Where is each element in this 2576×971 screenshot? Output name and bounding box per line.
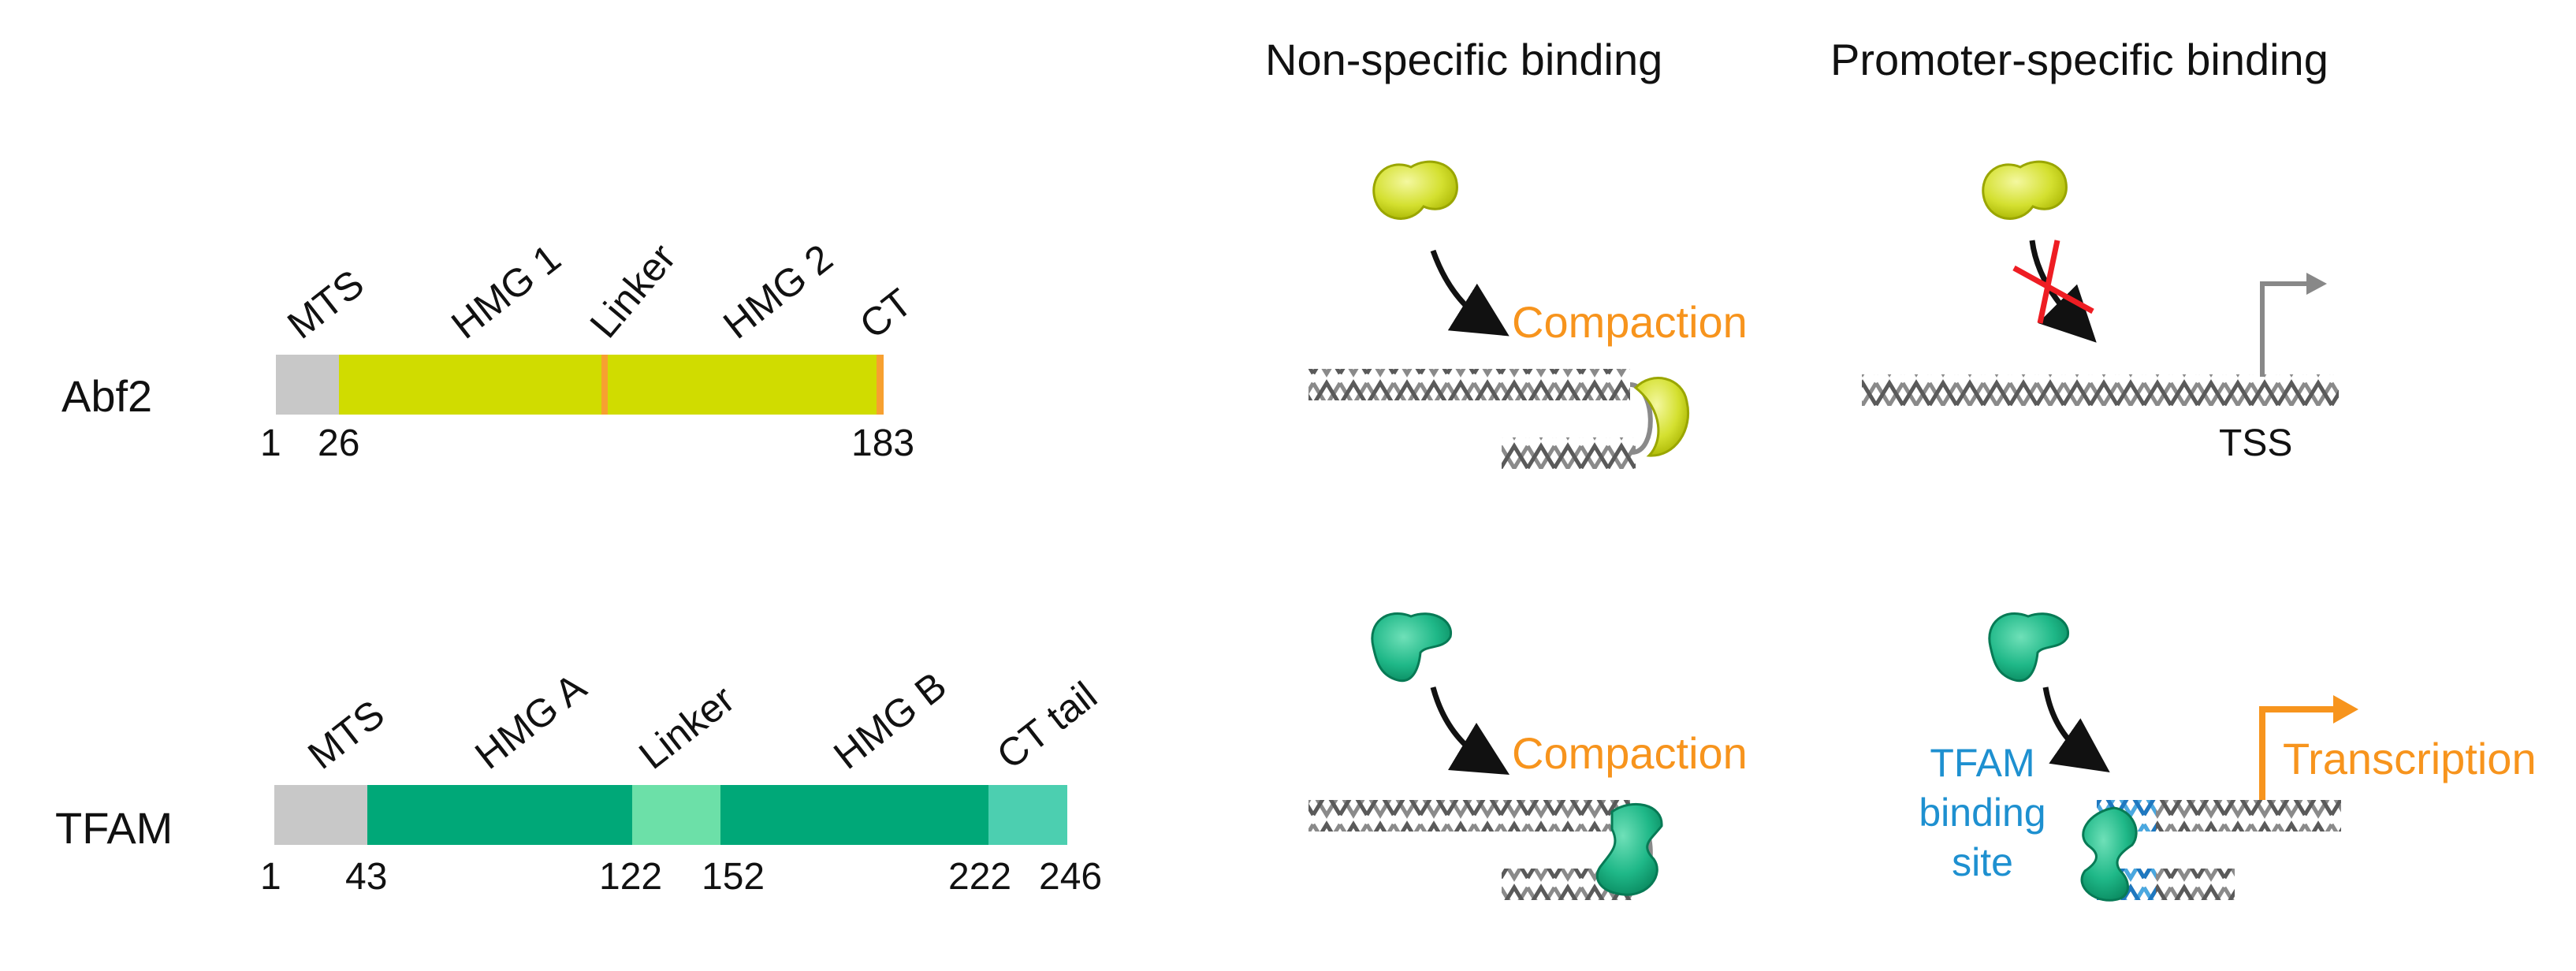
bent-arrow-icon bbox=[2259, 706, 2337, 800]
dna-strand-lower bbox=[1502, 437, 1636, 469]
abf2-protein-label: Abf2 bbox=[61, 371, 152, 421]
abf2-hmg2-label: HMG 2 bbox=[715, 236, 840, 348]
abf2-linker-marker bbox=[601, 355, 608, 415]
tfam-pos-43: 43 bbox=[345, 856, 387, 898]
abf2-hmg1-label: HMG 1 bbox=[443, 236, 568, 348]
abf2-ct-marker bbox=[877, 355, 884, 415]
yellow-protein-blob-icon bbox=[1982, 160, 2068, 220]
yellow-protein-blob-icon bbox=[1372, 160, 1458, 220]
arrow-icon bbox=[1430, 686, 1510, 776]
yellow-protein-bound-icon bbox=[1633, 377, 1689, 457]
abf2-domain-map: Abf2 MTS HMG 1 Linker HMG 2 CT 1 26 183 bbox=[61, 236, 920, 464]
tfam-linker-segment bbox=[632, 785, 720, 845]
tfam-pos-1: 1 bbox=[260, 856, 281, 898]
tfam-pos-152: 152 bbox=[702, 856, 765, 898]
transcription-label: Transcription bbox=[2283, 734, 2537, 783]
tfam-linker-label: Linker bbox=[631, 677, 743, 778]
tfam-ct-segment bbox=[988, 785, 1067, 845]
tfam-domain-map: TFAM MTS HMG A Linker HMG B CT tail 1 43… bbox=[55, 664, 1105, 898]
abf2-ct-label: CT bbox=[851, 281, 920, 348]
abf2-compaction-label: Compaction bbox=[1512, 297, 1748, 347]
heading-nonspecific-binding: Non-specific binding bbox=[1265, 35, 1662, 84]
tfam-promoter-panel: Transcription TFAM binding site bbox=[1919, 612, 2537, 902]
tfam-pos-222: 222 bbox=[948, 856, 1011, 898]
abf2-pos-26: 26 bbox=[318, 422, 359, 464]
bent-arrow-head-icon bbox=[2306, 273, 2327, 295]
bent-arrow-icon bbox=[2260, 281, 2310, 377]
tfam-ct-label: CT tail bbox=[988, 673, 1105, 778]
tfam-mts-label: MTS bbox=[300, 692, 393, 778]
tss-label: TSS bbox=[2219, 422, 2292, 464]
heading-promoter-specific-binding: Promoter-specific binding bbox=[1830, 35, 2328, 84]
tfam-binding-site-label-line3: site bbox=[1952, 840, 2013, 884]
tfam-hmga-label: HMG A bbox=[467, 664, 594, 778]
green-protein-bound-icon bbox=[1595, 802, 1663, 896]
abf2-mts-label: MTS bbox=[279, 262, 372, 348]
arrow-icon bbox=[1430, 249, 1509, 337]
green-protein-blob-icon bbox=[1988, 612, 2069, 683]
dna-strand-upper bbox=[1308, 369, 1630, 400]
tfam-mts-segment bbox=[274, 785, 367, 845]
tfam-hmgb-segment bbox=[720, 785, 988, 845]
tfam-binding-site-label-line2: binding bbox=[1919, 791, 2046, 835]
green-protein-blob-icon bbox=[1371, 612, 1452, 683]
abf2-mts-segment bbox=[276, 355, 339, 415]
abf2-hmg-segment bbox=[339, 355, 883, 415]
tfam-compaction-label: Compaction bbox=[1512, 728, 1748, 778]
red-x-icon bbox=[2012, 240, 2094, 324]
dna-strand-upper bbox=[1308, 800, 1630, 831]
tfam-binding-site-label-line1: TFAM bbox=[1930, 741, 2034, 785]
tfam-nonspecific-panel: Compaction bbox=[1308, 612, 1748, 900]
tfam-hmgb-label: HMG B bbox=[825, 664, 955, 778]
tfam-pos-122: 122 bbox=[599, 856, 662, 898]
abf2-pos-183: 183 bbox=[851, 422, 914, 464]
dna-strand bbox=[1862, 374, 2339, 406]
tfam-hmga-segment bbox=[367, 785, 632, 845]
arrow-icon bbox=[2042, 686, 2110, 773]
abf2-linker-label: Linker bbox=[582, 236, 684, 346]
tfam-pos-246: 246 bbox=[1039, 856, 1102, 898]
abf2-promoter-panel: TSS bbox=[1862, 160, 2339, 464]
bent-arrow-head-icon bbox=[2333, 695, 2358, 724]
abf2-nonspecific-panel: Compaction bbox=[1308, 160, 1748, 469]
abf2-pos-1: 1 bbox=[260, 422, 281, 464]
green-protein-bound-icon bbox=[2080, 806, 2138, 902]
tfam-protein-label: TFAM bbox=[55, 803, 173, 853]
